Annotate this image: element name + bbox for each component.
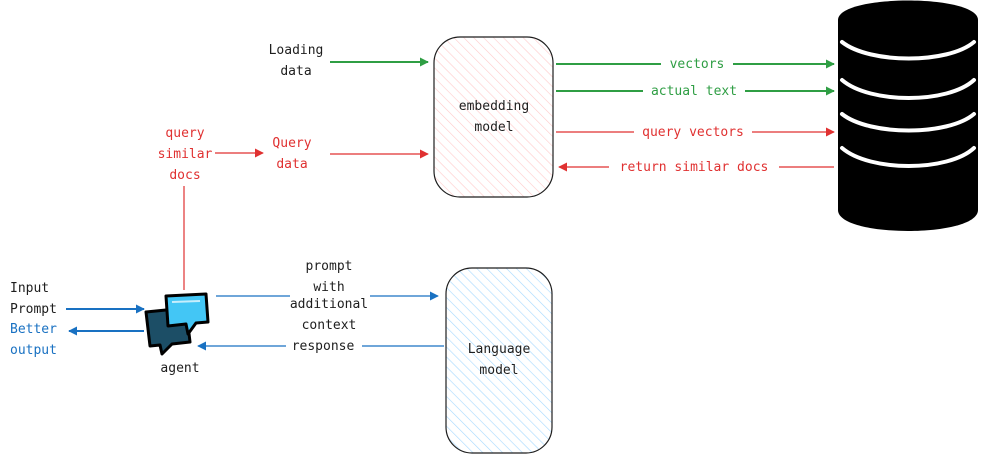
embedding-model-box: embedding model <box>433 36 554 198</box>
query-similar-docs-line3: docs <box>169 168 200 183</box>
agent-chat-bubbles-icon <box>144 292 210 356</box>
database-icon <box>838 0 978 231</box>
agent-label: agent <box>160 361 199 376</box>
prompt-context-line3: additional <box>290 297 368 312</box>
better-output-line2: output <box>10 343 57 358</box>
input-prompt-line2: Prompt <box>10 302 57 317</box>
prompt-context-line2: with <box>313 280 344 295</box>
language-model-label-line2: model <box>479 363 518 378</box>
embedding-model-label-line2: model <box>474 120 513 135</box>
query-data-label-line2: data <box>276 157 307 172</box>
response-label: response <box>292 339 355 354</box>
prompt-context-line1: prompt <box>306 259 353 274</box>
better-output-line1: Better <box>10 322 57 337</box>
language-model-label-line1: Language <box>468 342 531 357</box>
query-vectors-label: query vectors <box>642 125 744 140</box>
vectors-label: vectors <box>670 57 725 72</box>
actual-text-label: actual text <box>651 84 737 99</box>
language-model-box: Language model <box>445 267 553 454</box>
query-similar-docs-line1: query <box>165 126 204 141</box>
loading-data-label-line2: data <box>280 64 311 79</box>
embedding-model-label-line1: embedding <box>459 99 529 114</box>
query-similar-docs-line2: similar <box>158 147 213 162</box>
loading-data-label-line1: Loading <box>269 43 324 58</box>
return-similar-docs-label: return similar docs <box>620 160 769 175</box>
query-data-label-line1: Query <box>272 136 311 151</box>
input-prompt-line1: Input <box>10 281 49 296</box>
prompt-context-line4: context <box>302 318 357 333</box>
